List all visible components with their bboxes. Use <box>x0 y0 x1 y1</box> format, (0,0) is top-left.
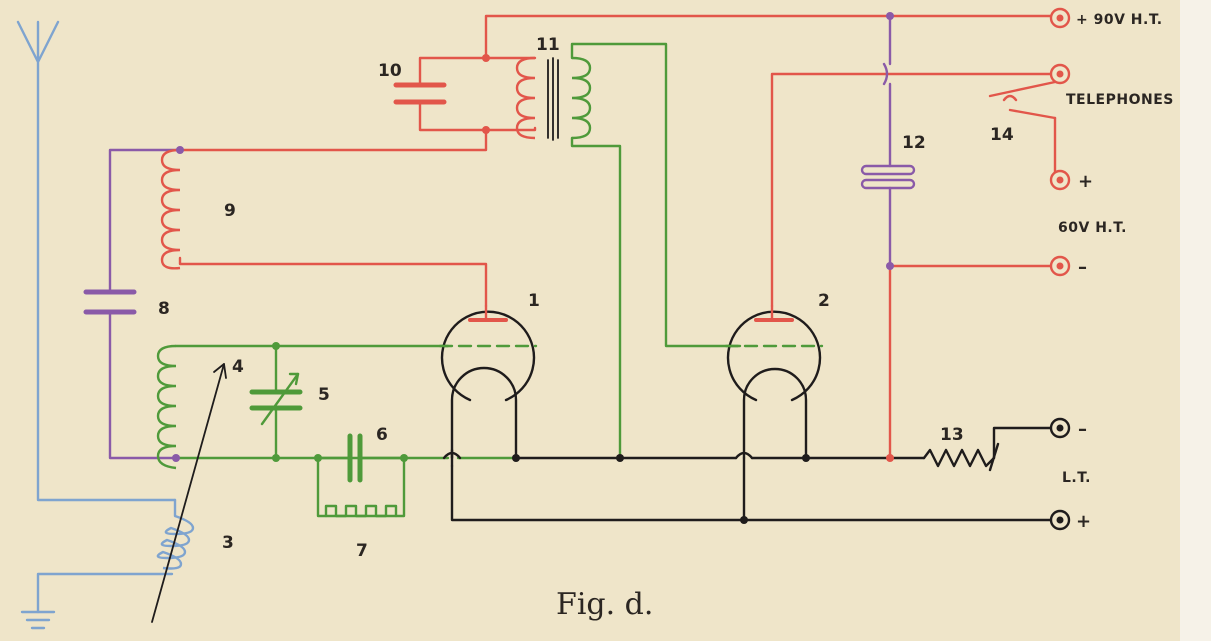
grid-condenser-6 <box>316 433 406 518</box>
label-coil-4: 4 <box>232 357 244 377</box>
label-coil-3: 3 <box>222 533 234 553</box>
label-60v-ht: 60V H.T. <box>1058 220 1127 236</box>
aerial <box>16 20 177 518</box>
transformer-11-secondary <box>570 42 742 460</box>
reaction-coil-9 <box>160 148 181 270</box>
label-condenser-5: 5 <box>318 385 330 405</box>
label-grid-leak-7: 7 <box>356 541 368 561</box>
transformer-11-primary <box>484 56 537 140</box>
label-telephones: TELEPHONES <box>1066 92 1174 108</box>
valve-1 <box>438 304 538 460</box>
label-60v-minus: – <box>1078 257 1088 278</box>
label-transformer-11: 11 <box>536 35 560 55</box>
aerial-coupling-coil-3 <box>36 514 195 614</box>
terminal-90v <box>1049 7 1071 29</box>
condenser-10 <box>393 82 447 105</box>
label-60v-plus: + <box>1078 171 1094 192</box>
grid-circuit <box>174 344 518 460</box>
grid-leak-7 <box>324 504 398 518</box>
page-edge <box>1180 0 1211 641</box>
ht-wiring <box>178 14 1057 460</box>
transformer-11-core <box>547 57 559 141</box>
label-coil-9: 9 <box>224 201 236 221</box>
figure-caption: Fig. d. <box>556 587 653 622</box>
label-valve-1: 1 <box>528 291 540 311</box>
label-condenser-6: 6 <box>376 425 388 445</box>
label-condenser-10: 10 <box>378 61 402 81</box>
label-lt-plus: + <box>1076 511 1092 532</box>
condenser-8 <box>83 289 137 315</box>
terminal-60v-plus <box>1049 169 1071 191</box>
earth-symbol <box>20 610 56 630</box>
label-lt: L.T. <box>1062 470 1091 486</box>
variable-condenser-5 <box>249 372 303 426</box>
telephone-jack-14 <box>988 72 1057 120</box>
coupling-arrow <box>151 363 227 623</box>
label-90v-ht: + 90V H.T. <box>1076 12 1163 28</box>
terminal-telephones <box>1049 63 1071 85</box>
label-valve-2: 2 <box>818 291 830 311</box>
rheostat-13 <box>922 426 1057 472</box>
filament-wiring <box>442 448 1057 522</box>
tuning-coil-4 <box>156 344 177 470</box>
condenser-12-branch <box>860 14 916 268</box>
reaction-loop-purple <box>108 148 182 460</box>
label-rheostat-13: 13 <box>940 425 964 445</box>
label-condenser-8: 8 <box>158 299 170 319</box>
valve-2 <box>724 304 824 460</box>
terminal-lt-plus <box>1049 509 1071 531</box>
label-condenser-12: 12 <box>902 133 926 153</box>
label-lt-minus: – <box>1078 419 1088 440</box>
terminal-60v-minus <box>1049 255 1071 277</box>
terminal-lt-minus <box>1049 417 1071 439</box>
label-jack-14: 14 <box>990 125 1014 145</box>
junction-dots <box>172 12 894 524</box>
